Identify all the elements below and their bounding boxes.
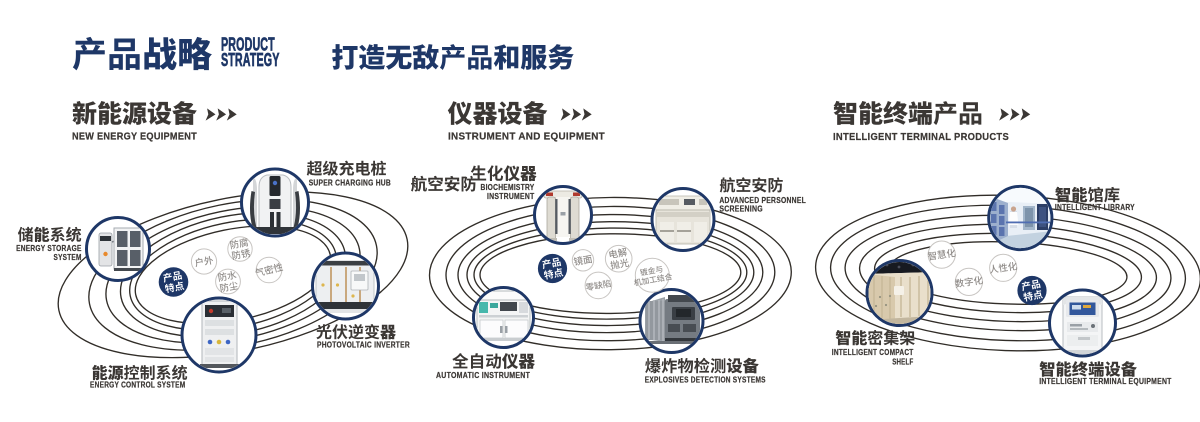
svg-text:INTELLIGENT TERMINAL PRODUCTS: INTELLIGENT TERMINAL PRODUCTS [833,132,1009,143]
svg-text:NEW ENERGY EQUIPMENT: NEW ENERGY EQUIPMENT [72,132,197,143]
svg-text:ENERGY CONTROL SYSTEM: ENERGY CONTROL SYSTEM [90,381,186,390]
svg-text:EXPLOSIVES DETECTION SYSTEMS: EXPLOSIVES DETECTION SYSTEMS [645,376,766,385]
svg-text:SUPER CHARGING HUB: SUPER CHARGING HUB [309,179,391,188]
svg-text:BIOCHEMISTRY: BIOCHEMISTRY [481,183,535,192]
svg-text:ENERGY STORAGE: ENERGY STORAGE [16,244,82,253]
svg-text:INSTRUMENT: INSTRUMENT [487,192,535,201]
svg-text:PRODUCT: PRODUCT [221,34,275,55]
svg-text:INTELLIGENT TERMINAL EQUIPMENT: INTELLIGENT TERMINAL EQUIPMENT [1039,377,1171,386]
svg-text:STRATEGY: STRATEGY [221,50,280,71]
svg-text:SCREENING: SCREENING [719,205,763,214]
svg-text:SHELF: SHELF [892,358,913,367]
svg-text:INTELLIGENT COMPACT: INTELLIGENT COMPACT [832,348,914,357]
svg-text:PHOTOVOLTAIC INVERTER: PHOTOVOLTAIC INVERTER [317,341,410,350]
svg-text:SYSTEM: SYSTEM [54,253,82,262]
svg-text:AUTOMATIC INSTRUMENT: AUTOMATIC INSTRUMENT [436,371,530,380]
svg-text:INSTRUMENT AND EQUIPMENT: INSTRUMENT AND EQUIPMENT [448,132,605,143]
svg-text:ADVANCED PERSONNEL: ADVANCED PERSONNEL [719,196,806,205]
svg-text:INTELLIGENT LIBRARY: INTELLIGENT LIBRARY [1055,203,1135,212]
